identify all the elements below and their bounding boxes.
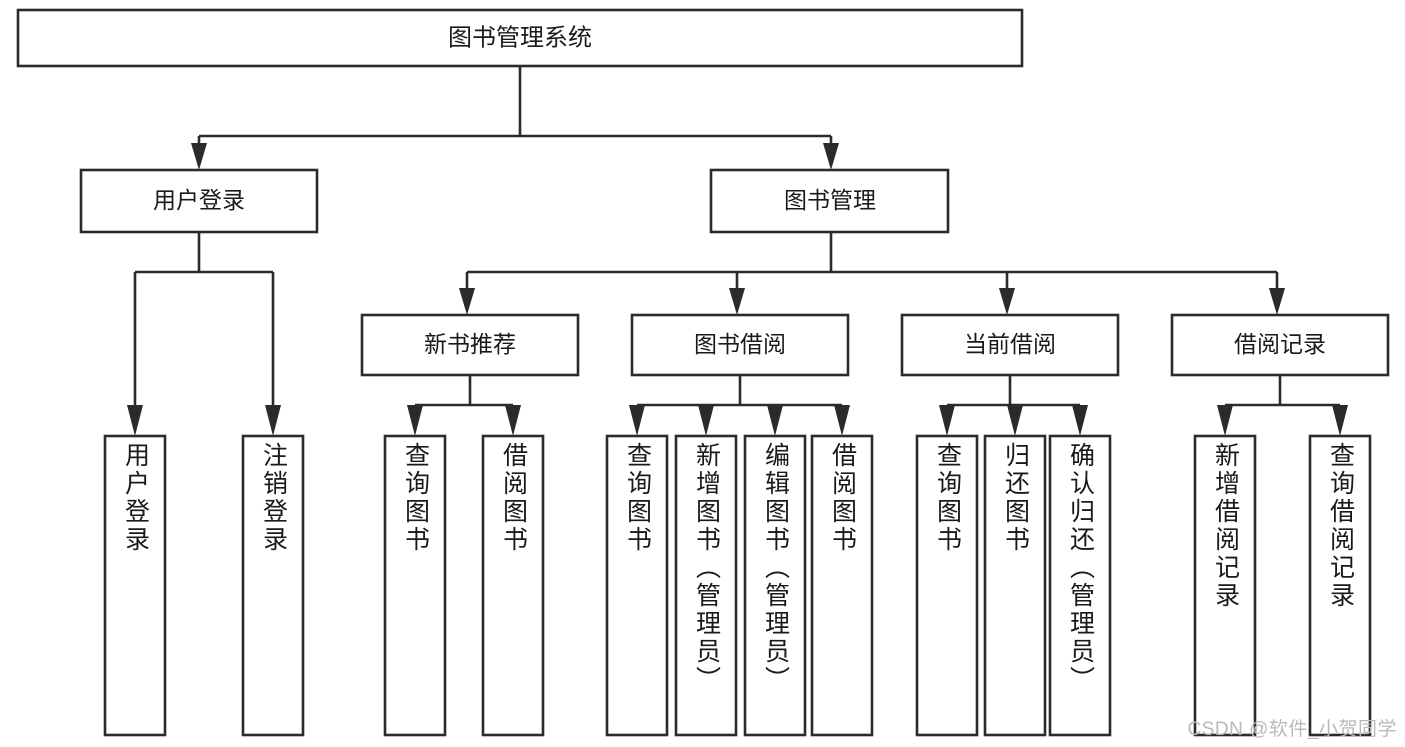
leaf-newbook-query-textwrap: 查询图书 xyxy=(401,442,430,554)
node-borrow-record-box[interactable] xyxy=(1170,313,1390,377)
node-book-manage-box[interactable] xyxy=(709,168,950,234)
leaf-borrow-edit-book-label: 编辑图书（管理员） xyxy=(761,442,790,694)
leaf-borrow-add-book-label: 新增图书（管理员） xyxy=(692,442,721,694)
leaf-current-confirm-return-label: 确认归还（管理员） xyxy=(1066,442,1095,694)
node-current-borrow[interactable]: 当前借阅 xyxy=(900,313,1120,377)
arrow-to-book-borrow xyxy=(729,288,745,315)
arrow-to-current-borrow xyxy=(999,288,1015,315)
arrow-borrowrecord-leaf-1 xyxy=(1217,405,1233,436)
leaf-current-query-textwrap: 查询图书 xyxy=(933,442,962,554)
leaf-record-add[interactable]: 新增借阅记录 xyxy=(1193,434,1257,737)
leaf-current-query-box[interactable] xyxy=(915,434,979,737)
leaf-newbook-query-label: 查询图书 xyxy=(401,442,430,554)
arrow-currentborrow-leaf-1 xyxy=(939,405,955,436)
node-root-box[interactable] xyxy=(16,8,1024,68)
leaf-borrow-query-box[interactable] xyxy=(605,434,669,737)
leaf-current-return-textwrap: 归还图书 xyxy=(1001,442,1030,554)
arrow-newbook-leaf-1 xyxy=(407,405,423,436)
arrow-bookborrow-leaf-1 xyxy=(629,405,645,436)
leaf-newbook-query-box[interactable] xyxy=(383,434,447,737)
leaf-record-query-box[interactable] xyxy=(1308,434,1372,737)
leaf-current-confirm-return-box[interactable] xyxy=(1048,434,1112,737)
leaf-logout-textwrap: 注销登录 xyxy=(259,442,288,554)
leaf-borrow-edit-book-textwrap: 编辑图书（管理员） xyxy=(761,442,790,694)
leaf-current-return[interactable]: 归还图书 xyxy=(983,434,1047,737)
node-book-manage-label: 图书管理 xyxy=(784,187,876,213)
leaf-borrow-borrow-book-box[interactable] xyxy=(810,434,874,737)
arrow-currentborrow-leaf-3 xyxy=(1072,405,1088,436)
node-current-borrow-label: 当前借阅 xyxy=(964,331,1056,357)
node-book-borrow[interactable]: 图书借阅 xyxy=(630,313,850,377)
leaf-current-query[interactable]: 查询图书 xyxy=(915,434,979,737)
arrow-to-user-login xyxy=(191,143,207,170)
leaf-newbook-query[interactable]: 查询图书 xyxy=(383,434,447,737)
node-user-login-box[interactable] xyxy=(79,168,319,234)
leaf-borrow-add-book-box[interactable] xyxy=(674,434,738,737)
leaf-newbook-borrow[interactable]: 借阅图书 xyxy=(481,434,545,737)
leaf-newbook-borrow-textwrap: 借阅图书 xyxy=(499,442,528,554)
leaf-borrow-add-book[interactable]: 新增图书（管理员） xyxy=(674,434,738,737)
leaf-borrow-edit-book[interactable]: 编辑图书（管理员） xyxy=(743,434,807,737)
leaf-record-add-box[interactable] xyxy=(1193,434,1257,737)
leaf-logout-box[interactable] xyxy=(241,434,305,737)
leaf-record-query-textwrap: 查询借阅记录 xyxy=(1326,442,1355,610)
node-book-borrow-box[interactable] xyxy=(630,313,850,377)
leaf-newbook-borrow-box[interactable] xyxy=(481,434,545,737)
leaf-newbook-borrow-label: 借阅图书 xyxy=(499,442,528,554)
leaf-borrow-borrow-book-label: 借阅图书 xyxy=(828,442,857,554)
leaf-current-return-label: 归还图书 xyxy=(1001,442,1030,554)
arrow-to-book-manage xyxy=(823,143,839,170)
leaf-current-return-box[interactable] xyxy=(983,434,1047,737)
leaf-borrow-borrow-book-textwrap: 借阅图书 xyxy=(828,442,857,554)
arrow-to-leaf-user-login xyxy=(127,405,143,436)
leaf-logout-label: 注销登录 xyxy=(259,442,288,554)
node-new-book-recommend[interactable]: 新书推荐 xyxy=(360,313,580,377)
leaf-logout[interactable]: 注销登录 xyxy=(241,434,305,737)
node-book-borrow-label: 图书借阅 xyxy=(694,331,786,357)
leaf-user-login[interactable]: 用户登录 xyxy=(103,434,167,737)
leaf-borrow-borrow-book[interactable]: 借阅图书 xyxy=(810,434,874,737)
leaf-user-login-label: 用户登录 xyxy=(121,442,150,554)
arrow-currentborrow-leaf-2 xyxy=(1007,405,1023,436)
node-root-label: 图书管理系统 xyxy=(448,24,592,51)
leaf-record-query-label: 查询借阅记录 xyxy=(1326,442,1355,610)
leaf-current-confirm-return-textwrap: 确认归还（管理员） xyxy=(1066,442,1095,694)
leaf-user-login-textwrap: 用户登录 xyxy=(121,442,150,554)
leaf-current-query-label: 查询图书 xyxy=(933,442,962,554)
arrow-to-borrow-record xyxy=(1269,288,1285,315)
leaf-borrow-edit-book-box[interactable] xyxy=(743,434,807,737)
node-user-login[interactable]: 用户登录 xyxy=(79,168,319,234)
node-book-manage[interactable]: 图书管理 xyxy=(709,168,950,234)
leaf-borrow-query-textwrap: 查询图书 xyxy=(623,442,652,554)
leaf-record-add-label: 新增借阅记录 xyxy=(1211,442,1240,610)
arrow-bookborrow-leaf-4 xyxy=(834,405,850,436)
leaf-record-query[interactable]: 查询借阅记录 xyxy=(1308,434,1372,737)
leaf-current-confirm-return[interactable]: 确认归还（管理员） xyxy=(1048,434,1112,737)
node-user-login-label: 用户登录 xyxy=(153,187,245,213)
node-current-borrow-box[interactable] xyxy=(900,313,1120,377)
leaf-borrow-add-book-textwrap: 新增图书（管理员） xyxy=(692,442,721,694)
arrow-to-leaf-logout xyxy=(265,405,281,436)
node-new-book-recommend-box[interactable] xyxy=(360,313,580,377)
arrow-bookborrow-leaf-3 xyxy=(767,405,783,436)
arrow-newbook-leaf-2 xyxy=(505,405,521,436)
arrow-borrowrecord-leaf-2 xyxy=(1332,405,1348,436)
leaf-user-login-box[interactable] xyxy=(103,434,167,737)
arrow-bookborrow-leaf-2 xyxy=(698,405,714,436)
node-root[interactable]: 图书管理系统 xyxy=(16,8,1024,68)
leaf-borrow-query-label: 查询图书 xyxy=(623,442,652,554)
node-borrow-record[interactable]: 借阅记录 xyxy=(1170,313,1390,377)
leaf-record-add-textwrap: 新增借阅记录 xyxy=(1211,442,1240,610)
node-new-book-recommend-label: 新书推荐 xyxy=(424,331,516,357)
arrow-to-new-book xyxy=(459,288,475,315)
node-borrow-record-label: 借阅记录 xyxy=(1234,331,1326,357)
leaf-borrow-query[interactable]: 查询图书 xyxy=(605,434,669,737)
